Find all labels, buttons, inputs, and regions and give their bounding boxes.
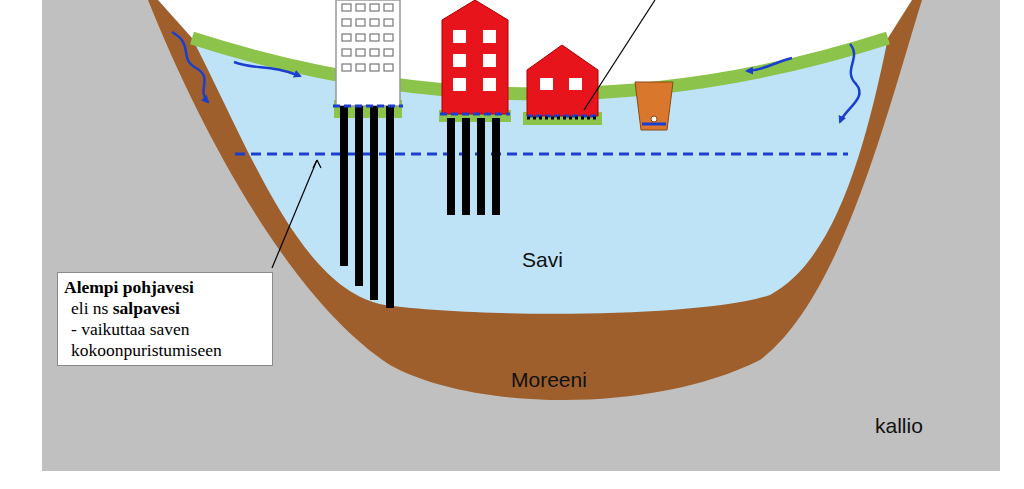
- callout-text: eli ns: [71, 298, 108, 318]
- leader-line: [272, 160, 317, 268]
- region-label: Savi: [522, 248, 563, 272]
- region-label: Moreeni: [511, 368, 587, 392]
- piles: [447, 118, 500, 215]
- bedrock: [42, 0, 1000, 471]
- callout-text: - vaikuttaa saven kokoonpuristumiseen: [71, 319, 266, 361]
- leader-tip: [313, 160, 321, 168]
- short-piles: [527, 117, 599, 120]
- windows: [453, 30, 496, 91]
- red-building: [442, 0, 508, 114]
- piles: [340, 106, 394, 308]
- well: [635, 82, 673, 130]
- windows: [342, 4, 393, 71]
- tower-building: [336, 0, 400, 106]
- groundwater-line: [235, 153, 848, 156]
- water-line: [440, 113, 510, 116]
- region-label: kallio: [875, 414, 923, 438]
- callout-box: Alempi pohjavesieli nssalpavesi- vaikutt…: [57, 272, 273, 366]
- callout-text: salpavesi: [113, 298, 180, 318]
- well-water: [642, 123, 666, 126]
- leader-line: [584, 0, 655, 110]
- water-line: [333, 105, 403, 108]
- windows: [540, 78, 582, 90]
- water-line: [527, 115, 599, 118]
- flow-arrows: [172, 32, 860, 122]
- callout-text: Alempi pohjavesi: [64, 277, 194, 297]
- well-dot: [651, 116, 657, 122]
- clay: [192, 38, 888, 314]
